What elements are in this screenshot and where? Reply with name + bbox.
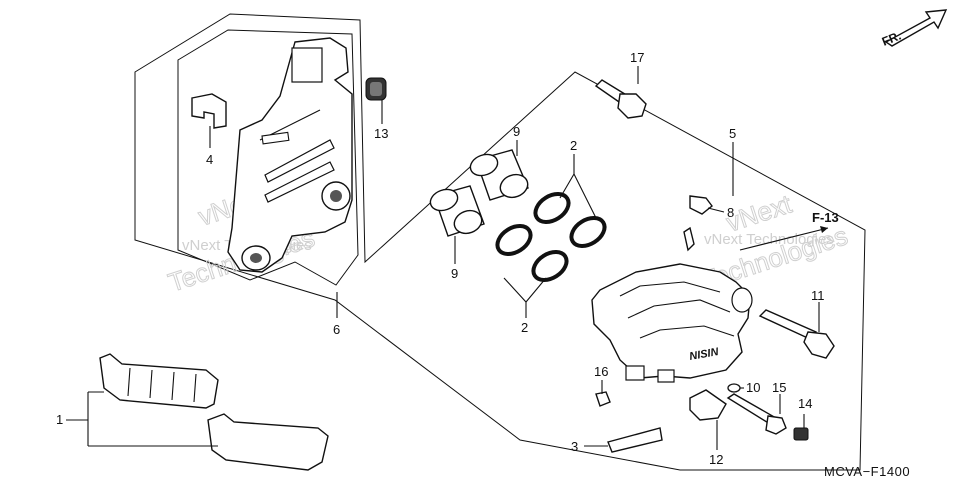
reference-label: F-13 <box>812 210 839 225</box>
leader-lines <box>66 66 820 450</box>
callout-12: 12 <box>709 452 723 467</box>
callout-16: 16 <box>594 364 608 379</box>
callout-14: 14 <box>798 396 812 411</box>
piston-seals <box>495 192 607 282</box>
callout-3: 3 <box>571 439 578 454</box>
callout-13: 13 <box>374 126 388 141</box>
callout-8: 8 <box>727 205 734 220</box>
svg-text:NISIN: NISIN <box>688 346 720 363</box>
callout-2: 2 <box>521 320 528 335</box>
caliper-bracket <box>227 37 353 273</box>
bleeder-cap <box>365 77 387 101</box>
reference-f13: F-13 <box>739 210 839 251</box>
callout-4: 4 <box>206 152 213 167</box>
pad-retainer-clip <box>607 427 663 453</box>
callout-17: 17 <box>630 50 644 65</box>
bleeder-clip <box>683 195 713 252</box>
callout-6: 6 <box>333 322 340 337</box>
front-direction-arrow: FR. <box>880 9 948 49</box>
pistons <box>429 149 529 237</box>
brake-pad-upper <box>99 353 219 409</box>
cap-14 <box>793 427 809 441</box>
caliper-body: NISIN <box>591 263 753 383</box>
callout-9: 9 <box>513 124 520 139</box>
callout-1: 1 <box>56 412 63 427</box>
bleeder-cap-16 <box>595 391 611 407</box>
callout-5: 5 <box>729 126 736 141</box>
callout-9: 9 <box>451 266 458 281</box>
callout-2: 2 <box>570 138 577 153</box>
watermark-text: vNext Technologies <box>704 231 834 248</box>
washer-10 <box>727 383 741 393</box>
brake-pad-lower <box>207 413 329 471</box>
pin-bolt-11 <box>758 309 835 359</box>
pin-15 <box>726 393 787 435</box>
pad-spring <box>191 93 227 129</box>
bolt-17 <box>594 79 647 119</box>
callout-11: 11 <box>811 288 825 303</box>
diagram-code: MCVA−F1400 <box>824 464 910 479</box>
callout-10: 10 <box>746 380 760 395</box>
callout-15: 15 <box>772 380 786 395</box>
front-direction-label: FR. <box>880 29 903 49</box>
callout-numbers: 1 2 2 3 4 5 6 8 9 9 10 11 12 13 14 15 16… <box>56 50 825 467</box>
group-outline <box>134 13 866 471</box>
pin-12 <box>689 389 727 421</box>
